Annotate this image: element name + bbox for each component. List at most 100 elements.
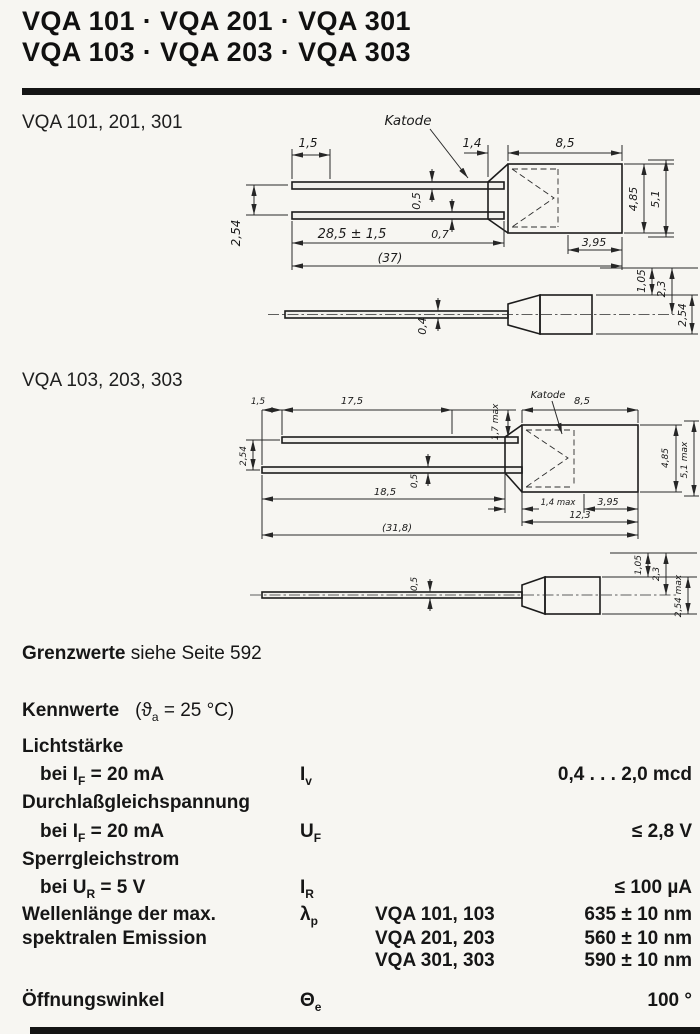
variant-types: VQA 301, 303 <box>375 950 495 971</box>
cond-post: = 5 V <box>95 877 146 898</box>
dim-label-lead-pitch: 2,54 <box>239 446 249 466</box>
dim-label-plan-pitch: 2,54 max <box>674 574 684 617</box>
katode-label: Katode <box>384 113 431 129</box>
symbol-base: I <box>300 764 306 785</box>
condition-sub: a <box>151 709 159 724</box>
spec-row-wellenlaenge-3: VQA 301, 303 590 ± 10 nm <box>0 950 700 974</box>
dim-label-kink: 1,7 max <box>491 403 501 440</box>
cond-base: bei I <box>40 821 79 842</box>
cond-sub: F <box>78 773 86 788</box>
dim-label-flange-diameter: 5,1 max <box>680 441 690 478</box>
variant-types: VQA 101, 103 <box>375 904 495 925</box>
dim-label-plan-offset-2: 2,3 <box>656 281 668 298</box>
cond-post: = 20 mA <box>85 764 165 785</box>
dim-label-tip-offset: 1,5 <box>251 397 266 407</box>
dim-label-lead-length: 28,5 ± 1,5 <box>318 227 387 242</box>
dim-label-lead-thickness: 0,5 <box>410 474 420 489</box>
dim-label-plan-lead-thickness: 0,5 <box>410 577 420 592</box>
param-name-line2: spektralen Emission <box>22 928 207 949</box>
side-view-dimension-lines <box>246 128 674 270</box>
spec-row-sperrstrom: Sperrgleichstrom <box>0 849 700 873</box>
page-title: VQA 101 · VQA 201 · VQA 301 VQA 103 · VQ… <box>22 6 411 68</box>
led-internal-hidden-lines <box>525 429 575 488</box>
technical-drawing-vqa-103-203-303: 1,5 17,5 1,7 max Katode 8,5 2,54 0,5 18,… <box>239 390 699 618</box>
param-value: 100 ° <box>647 990 692 1011</box>
kennwerte-condition: (ϑa = 25 °C) <box>135 700 235 724</box>
param-symbol: λp <box>300 904 318 928</box>
spec-row-durchlassspannung: Durchlaßgleichspannung <box>0 792 700 816</box>
kennwerte-title: Kennwerte <box>22 700 120 721</box>
drawing2-caption: VQA 103, 203, 303 <box>22 370 183 391</box>
plan-view-dimension-labels: 1,05 2,3 2,54 0,4 <box>416 269 689 335</box>
side-view-dimension-labels: 1,5 17,5 1,7 max Katode 8,5 2,54 0,5 18,… <box>239 390 690 534</box>
variant-value: 560 ± 10 nm <box>584 928 692 949</box>
param-symbol: Θe <box>300 990 321 1014</box>
symbol-sub: e <box>314 999 322 1014</box>
dim-label-bottom-lead-length: 18,5 <box>374 487 396 498</box>
condition-post: = 25 °C) <box>158 700 235 721</box>
dim-label-overall-length: (31,8) <box>382 523 412 534</box>
led-side-view-outline <box>291 163 623 234</box>
variant-value: 635 ± 10 nm <box>584 904 692 925</box>
dim-label-plan-offset-1: 1,05 <box>634 555 644 575</box>
plan-view-dimension-labels: 0,5 1,05 2,3 2,54 max <box>410 555 684 618</box>
symbol-sub: p <box>310 913 318 928</box>
variant-types: VQA 201, 203 <box>375 928 495 949</box>
param-symbol: Iv <box>300 764 312 788</box>
dim-label-overall-length: (37) <box>378 251 403 265</box>
side-view-dimension-labels: 1,5 Katode 1,4 8,5 0,5 2,54 28,5 ± 1,5 0… <box>229 113 662 265</box>
cond-sub: F <box>78 830 86 845</box>
dim-label-body-diameter: 4,85 <box>627 187 640 212</box>
cond-base: bei I <box>40 764 79 785</box>
spec-row-wellenlaenge-2: spektralen Emission VQA 201, 203 560 ± 1… <box>0 928 700 952</box>
dim-label-cylinder-length: 3,95 <box>582 236 607 249</box>
param-value: 0,4 . . . 2,0 mcd <box>557 764 692 785</box>
title-line-2: VQA 103 · VQA 203 · VQA 303 <box>22 37 411 67</box>
variant-value: 590 ± 10 nm <box>584 950 692 971</box>
title-rule <box>22 88 700 95</box>
limits-note: Grenzwerte siehe Seite 592 <box>22 643 262 665</box>
technical-drawing-vqa-101-201-301: 1,5 Katode 1,4 8,5 0,5 2,54 28,5 ± 1,5 0… <box>229 113 698 336</box>
param-condition: bei IF = 20 mA <box>40 764 164 788</box>
led-internal-hidden-lines <box>511 168 559 228</box>
led-plan-view-outline <box>261 575 601 616</box>
spec-row-wellenlaenge-1: Wellenlänge der max. λp VQA 101, 103 635… <box>0 904 700 928</box>
symbol-sub: F <box>313 830 322 845</box>
dim-label-lead-pitch: 2,54 <box>229 220 243 247</box>
cond-sub: R <box>86 886 96 901</box>
symbol-sub: R <box>305 886 314 901</box>
spec-row-lichtstaerke: Lichtstärke <box>0 736 700 760</box>
title-line-1: VQA 101 · VQA 201 · VQA 301 <box>22 6 411 36</box>
dim-label-plan-offset-1: 1,05 <box>636 269 648 293</box>
param-name: Durchlaßgleichspannung <box>22 792 251 813</box>
dim-label-top-lead-length: 17,5 <box>341 396 363 407</box>
plan-view-dimension-lines <box>435 267 698 335</box>
param-name-line1: Wellenlänge der max. <box>22 904 216 925</box>
spec-row-oeffnungswinkel: Öffnungswinkel Θe 100 ° <box>0 990 700 1014</box>
symbol-base: I <box>300 877 306 898</box>
dim-label-collar: 1,4 <box>462 136 481 150</box>
dim-label-lead-thickness-top: 0,5 <box>410 192 423 210</box>
dim-label-body-length: 8,5 <box>574 396 590 407</box>
dim-label-lead-thickness-bottom: 0,7 <box>431 228 449 241</box>
symbol-base: Θ <box>300 990 315 1011</box>
limits-note-keyword: Grenzwerte <box>22 643 126 664</box>
plan-view-dimension-lines <box>427 552 697 615</box>
condition-pre: (ϑ <box>135 700 152 721</box>
symbol-sub: v <box>305 773 312 788</box>
dim-label-tip-length: 1,5 <box>298 136 317 150</box>
cond-base: bei U <box>40 877 87 898</box>
param-name: Öffnungswinkel <box>22 990 165 1011</box>
dim-label-flange-diameter: 5,1 <box>649 190 662 208</box>
katode-label: Katode <box>531 390 566 401</box>
drawing1-caption: VQA 101, 201, 301 <box>22 112 183 133</box>
dim-label-lead-width: 0,4 <box>416 317 429 335</box>
page-edge-bar <box>30 1027 700 1034</box>
led-side-view-outline <box>261 424 639 493</box>
param-name: Sperrgleichstrom <box>22 849 180 870</box>
param-condition: bei UR = 5 V <box>40 877 145 901</box>
limits-note-text: siehe Seite 592 <box>125 643 262 664</box>
dim-label-plan-pitch: 2,54 <box>677 303 689 326</box>
param-symbol: IR <box>300 877 314 901</box>
